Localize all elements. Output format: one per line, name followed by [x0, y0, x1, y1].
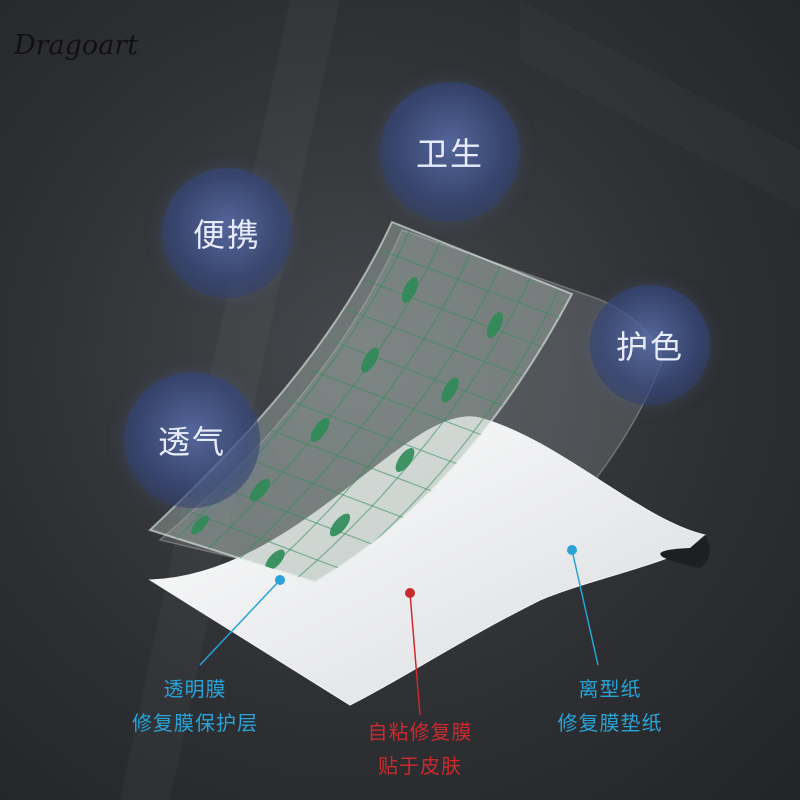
feature-label: 透气	[157, 423, 226, 461]
release-paper-layer	[148, 416, 706, 706]
callout-lines	[199, 545, 599, 716]
callout-release-paper: 离型纸 修复膜垫纸	[557, 677, 663, 735]
feature-label: 便携	[192, 216, 261, 254]
feature-label: 护色	[615, 328, 684, 366]
feature-label: 卫生	[415, 135, 484, 173]
brand-logo: Dragoart	[14, 30, 139, 61]
callout-adhesive-film: 自粘修复膜 贴于皮肤	[367, 720, 473, 778]
feature-bubble-breathable: 透气	[124, 372, 260, 508]
callout-transparent-film: 透明膜 修复膜保护层	[132, 677, 258, 735]
feature-bubble-hygiene: 卫生	[380, 82, 520, 222]
feature-bubble-protect: 护色	[590, 285, 710, 405]
feature-bubble-portable: 便携	[162, 168, 292, 298]
